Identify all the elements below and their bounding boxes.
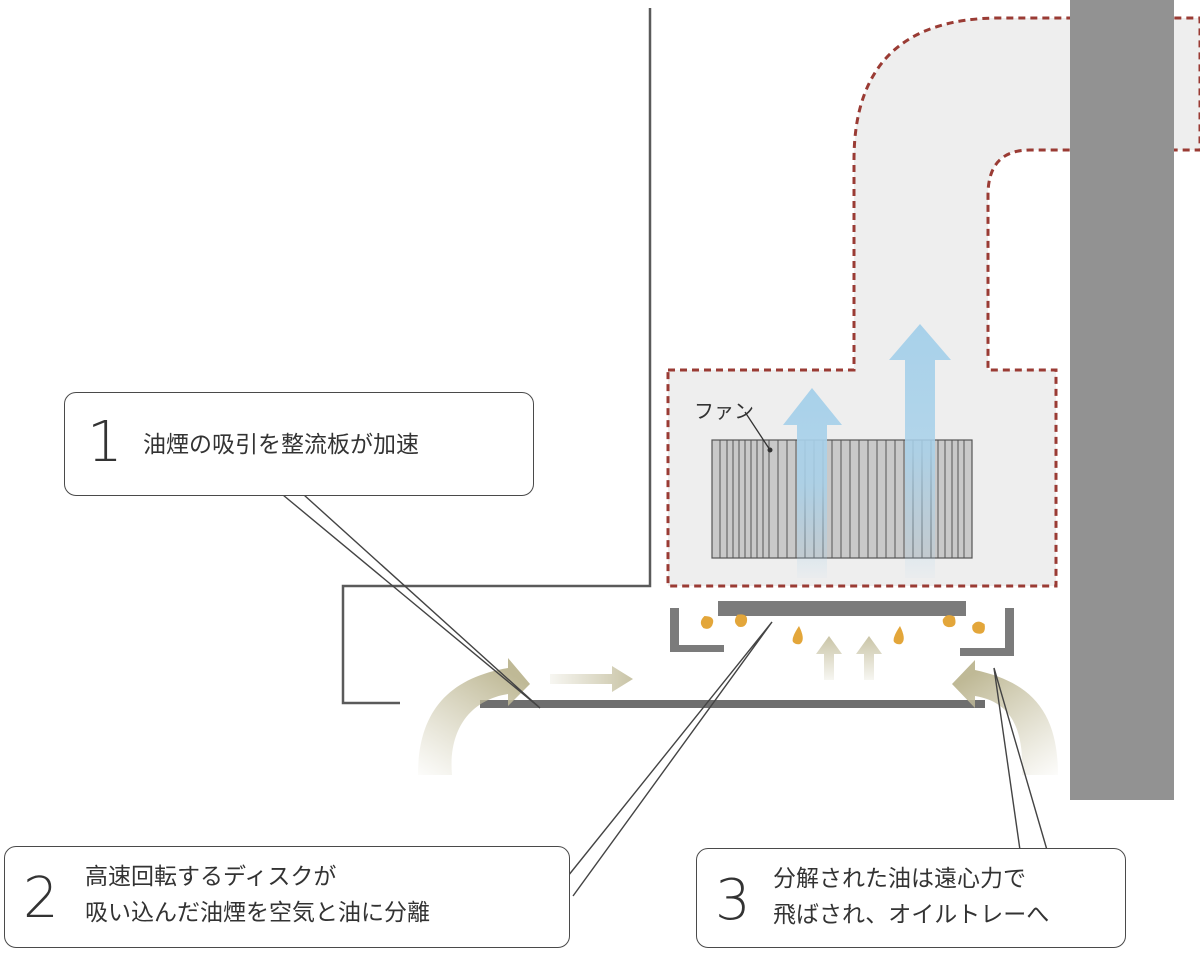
flow-arrow-right <box>550 666 633 692</box>
cabinet-outline <box>341 8 652 705</box>
flow-arrow-up-1 <box>816 636 842 680</box>
rectifier-plate <box>480 700 985 708</box>
wall-column <box>1070 0 1174 800</box>
callout-1-text: 油煙の吸引を整流板が加速 <box>143 427 419 463</box>
oil-tray-right <box>960 608 1014 656</box>
callout-3-line-2: 飛ばされ、オイルトレーへ <box>773 902 1050 928</box>
rotating-disk <box>718 601 966 616</box>
callout-1-number: 1 <box>87 410 123 475</box>
callout-3-text: 分解された油は遠心力で 飛ばされ、オイルトレーへ <box>773 861 1049 933</box>
callout-1-line-1: 油煙の吸引を整流板が加速 <box>143 432 419 458</box>
callout-2-number: 2 <box>23 866 59 931</box>
fan-leader-line <box>744 411 771 451</box>
callout-2-line-2: 吸い込んだ油煙を空気と油に分離 <box>85 900 430 926</box>
fan-leader-dot <box>767 447 773 453</box>
airflow-arrow-up-left <box>783 388 842 578</box>
fan-label: ファン <box>694 399 754 423</box>
callout-2: 2 高速回転するディスクが 吸い込んだ油煙を空気と油に分離 <box>4 846 570 948</box>
intake-curve-arrow-right <box>952 660 1058 775</box>
callout-3: 3 分解された油は遠心力で 飛ばされ、オイルトレーへ <box>696 848 1126 948</box>
callout-2-text: 高速回転するディスクが 吸い込んだ油煙を空気と油に分離 <box>85 859 430 931</box>
callout-pointers <box>282 494 1048 897</box>
oil-tray-left <box>670 608 724 652</box>
callout-2-line-1: 高速回転するディスクが <box>85 864 337 890</box>
airflow-arrow-up-right <box>889 324 951 578</box>
oil-droplets <box>700 614 985 645</box>
flow-arrow-up-2 <box>856 636 882 680</box>
intake-curve-arrow-left <box>418 658 530 775</box>
callout-3-line-1: 分解された油は遠心力で <box>773 866 1026 892</box>
callout-1: 1 油煙の吸引を整流板が加速 <box>64 392 534 496</box>
callout-3-number: 3 <box>715 868 751 933</box>
